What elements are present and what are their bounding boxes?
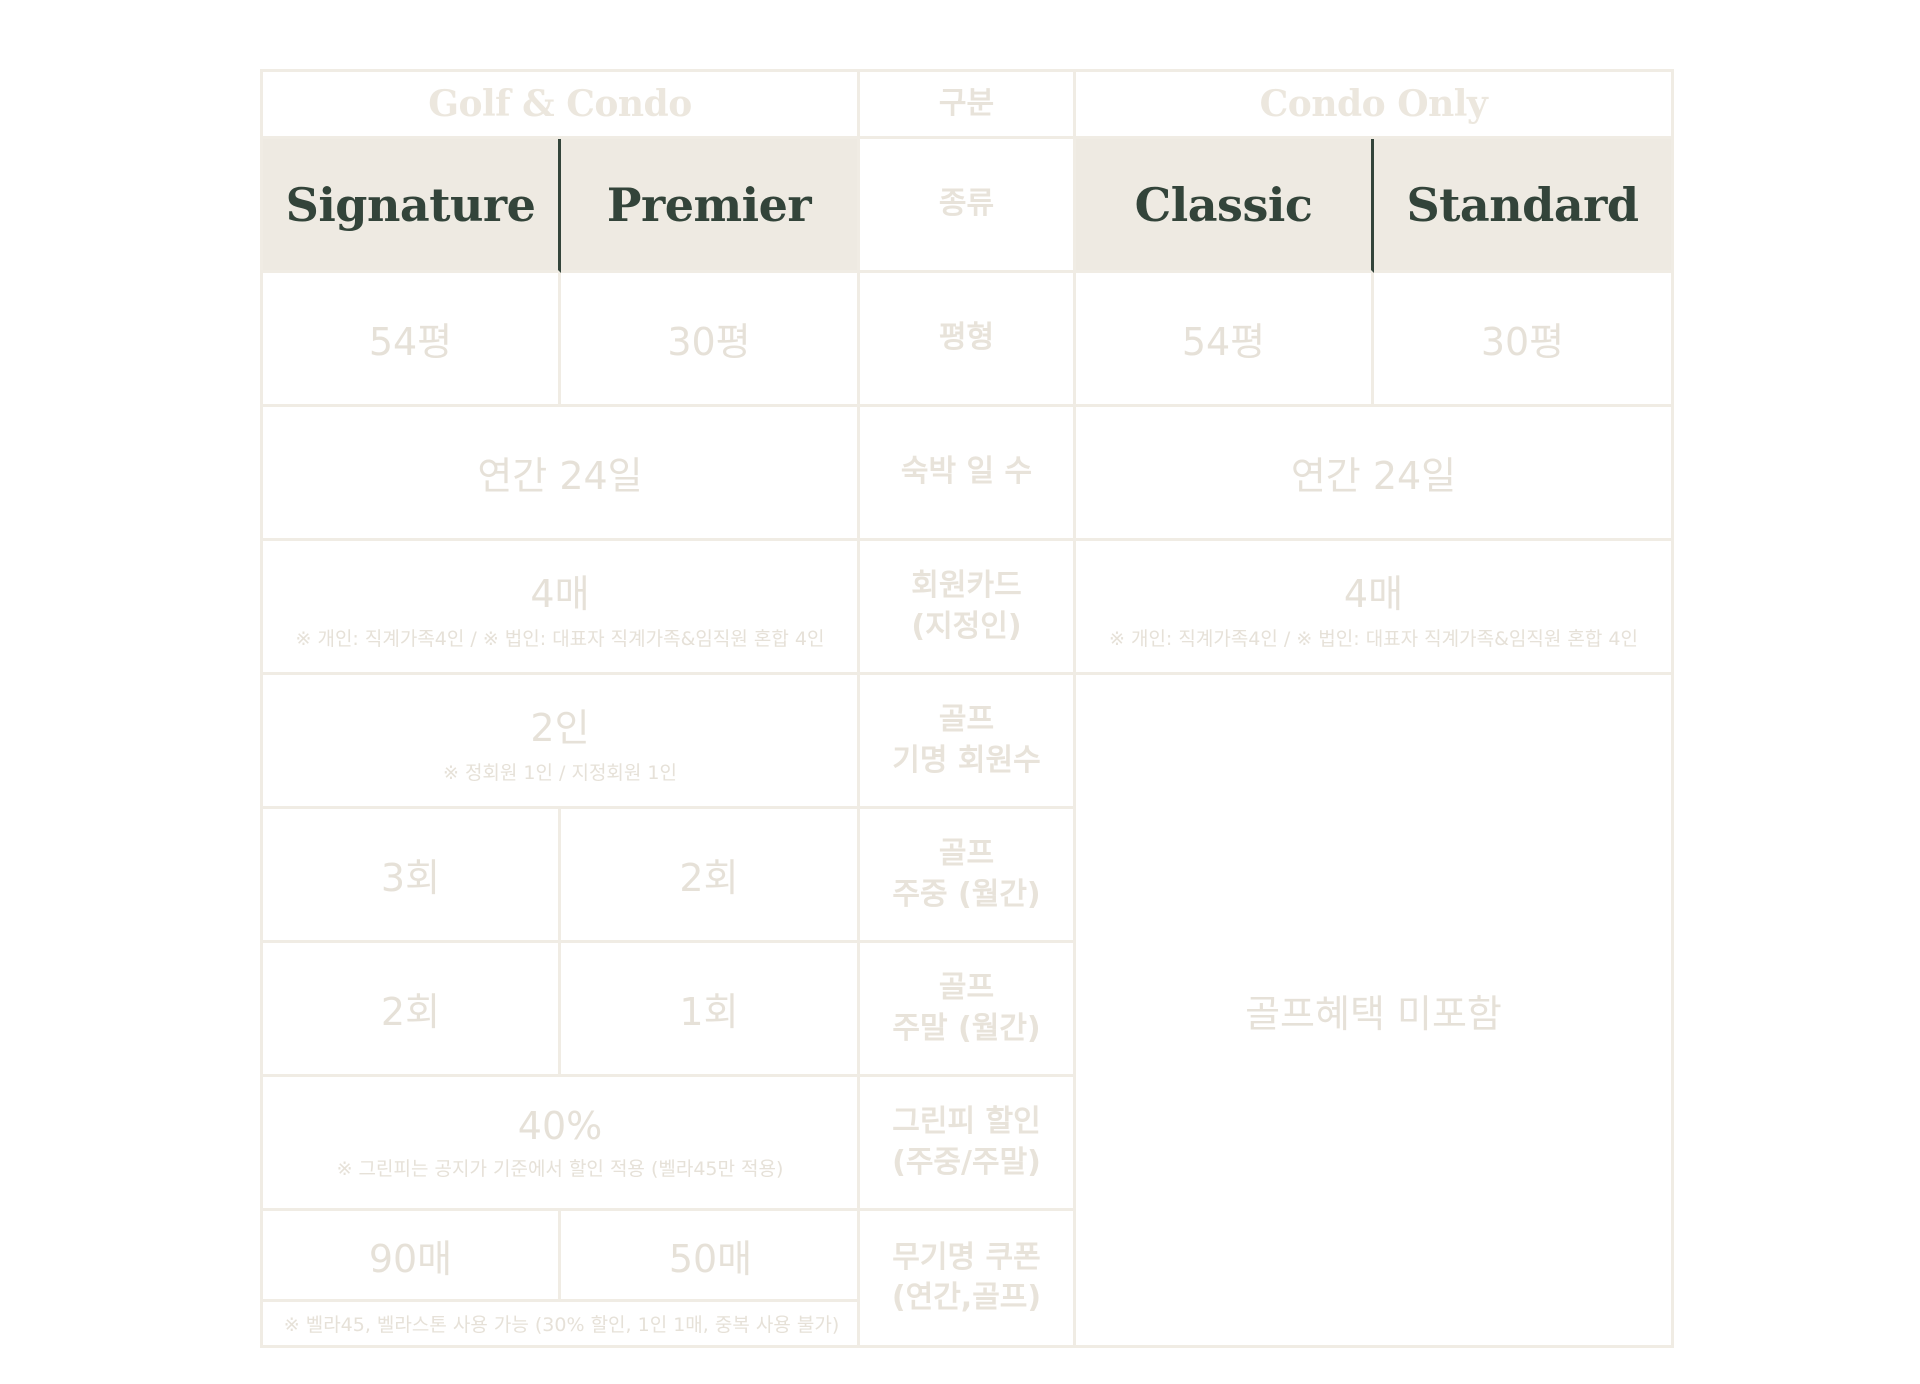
header-golf-condo-label: Golf & Condo: [428, 83, 692, 125]
green-fee-golf-condo: 40% ※ 그린피는 공지가 기준에서 할인 적용 (벨라45만 적용): [263, 1077, 860, 1211]
condo-no-golf-benefits-text: 골프혜택 미포함: [1245, 991, 1502, 1036]
coupon-row-label-text: 무기명 쿠폰 (연간,골프): [891, 1239, 1042, 1316]
coupon-premier: 50매: [561, 1211, 860, 1302]
condo-no-golf-benefits: 골프혜택 미포함: [1076, 675, 1671, 1345]
stay-days-golf-condo-value: 연간 24일: [477, 454, 643, 498]
type-classic: Classic: [1076, 139, 1374, 273]
golf-members-note: ※ 정회원 1인 / 지정회원 1인: [442, 761, 678, 784]
size-signature: 54평: [263, 273, 561, 407]
golf-weekday-premier: 2회: [561, 809, 860, 943]
member-card-condo-only-value: 4매: [1343, 571, 1404, 616]
coupon-signature: 90매: [263, 1211, 561, 1302]
golf-weekday-row-label-text: 골프 주중 (월간): [892, 836, 1041, 912]
stay-days-row-label-text: 숙박 일 수: [900, 454, 1033, 490]
size-premier-value: 30평: [667, 320, 751, 364]
type-classic-label: Classic: [1134, 177, 1313, 232]
member-card-condo-only-note: ※ 개인: 직계가족4인 / ※ 법인: 대표자 직계가족&임직원 혼합 4인: [1109, 627, 1638, 650]
golf-weekday-signature: 3회: [263, 809, 561, 943]
header-category-label: 구분: [938, 85, 995, 121]
header-condo-only-label: Condo Only: [1259, 83, 1488, 125]
size-row-label-text: 평형: [938, 320, 995, 356]
coupon-row-label: 무기명 쿠폰 (연간,골프): [860, 1211, 1076, 1345]
coupon-note: ※ 벨라45, 벨라스톤 사용 가능 (30% 할인, 1인 1매, 중복 사용…: [283, 1314, 840, 1336]
header-condo-only: Condo Only: [1076, 72, 1671, 139]
stay-days-golf-condo: 연간 24일: [263, 407, 860, 541]
type-signature: Signature: [263, 139, 561, 273]
member-card-condo-only: 4매 ※ 개인: 직계가족4인 / ※ 법인: 대표자 직계가족&임직원 혼합 …: [1076, 541, 1671, 675]
size-standard: 30평: [1374, 273, 1671, 407]
green-fee-row-label-text: 그린피 할인 (주중/주말): [892, 1104, 1041, 1180]
size-signature-value: 54평: [368, 320, 453, 364]
golf-members-row-label-text: 골프 기명 회원수: [892, 702, 1041, 778]
stay-days-condo-only-value: 연간 24일: [1290, 454, 1457, 498]
size-classic: 54평: [1076, 273, 1374, 407]
green-fee-value: 40%: [517, 1104, 603, 1148]
green-fee-row-label: 그린피 할인 (주중/주말): [860, 1077, 1076, 1211]
header-golf-condo: Golf & Condo: [263, 72, 860, 139]
size-premier: 30평: [561, 273, 860, 407]
member-card-golf-condo-note: ※ 개인: 직계가족4인 / ※ 법인: 대표자 직계가족&임직원 혼합 4인: [295, 627, 825, 650]
header-category: 구분: [860, 72, 1076, 139]
member-card-row-label-text: 회원카드 (지정인): [911, 568, 1022, 644]
golf-weekday-row-label: 골프 주중 (월간): [860, 809, 1076, 943]
coupon-note-row: ※ 벨라45, 벨라스톤 사용 가능 (30% 할인, 1인 1매, 중복 사용…: [263, 1302, 860, 1345]
golf-members-value: 2인: [530, 705, 590, 750]
size-row-label: 평형: [860, 273, 1076, 407]
type-row-label-text: 종류: [938, 186, 995, 222]
coupon-golf-condo: 90매 50매 ※ 벨라45, 벨라스톤 사용 가능 (30% 할인, 1인 1…: [263, 1211, 860, 1345]
type-row-label: 종류: [860, 139, 1076, 273]
coupon-signature-value: 90매: [368, 1236, 453, 1281]
golf-weekend-row-label: 골프 주말 (월간): [860, 943, 1076, 1077]
stay-days-row-label: 숙박 일 수: [860, 407, 1076, 541]
type-standard: Standard: [1374, 139, 1671, 273]
type-premier: Premier: [561, 139, 860, 273]
golf-weekday-premier-value: 2회: [679, 856, 739, 900]
size-standard-value: 30평: [1480, 320, 1565, 364]
golf-members-row-label: 골프 기명 회원수: [860, 675, 1076, 809]
type-signature-label: Signature: [285, 177, 536, 232]
golf-weekday-signature-value: 3회: [380, 856, 441, 900]
coupon-premier-value: 50매: [668, 1236, 753, 1281]
type-standard-label: Standard: [1406, 177, 1639, 232]
golf-weekend-premier-value: 1회: [679, 990, 739, 1034]
golf-weekend-signature: 2회: [263, 943, 561, 1077]
membership-comparison-table: Golf & Condo 구분 Condo Only Signature Pre…: [260, 69, 1674, 1348]
golf-weekend-row-label-text: 골프 주말 (월간): [892, 970, 1041, 1046]
member-card-row-label: 회원카드 (지정인): [860, 541, 1076, 675]
green-fee-note: ※ 그린피는 공지가 기준에서 할인 적용 (벨라45만 적용): [336, 1158, 784, 1180]
member-card-golf-condo-value: 4매: [530, 571, 590, 616]
golf-weekend-premier: 1회: [561, 943, 860, 1077]
type-premier-label: Premier: [606, 177, 812, 232]
member-card-golf-condo: 4매 ※ 개인: 직계가족4인 / ※ 법인: 대표자 직계가족&임직원 혼합 …: [263, 541, 860, 675]
golf-members-golf-condo: 2인 ※ 정회원 1인 / 지정회원 1인: [263, 675, 860, 809]
golf-weekend-signature-value: 2회: [380, 990, 441, 1034]
stay-days-condo-only: 연간 24일: [1076, 407, 1671, 541]
size-classic-value: 54평: [1181, 320, 1266, 364]
